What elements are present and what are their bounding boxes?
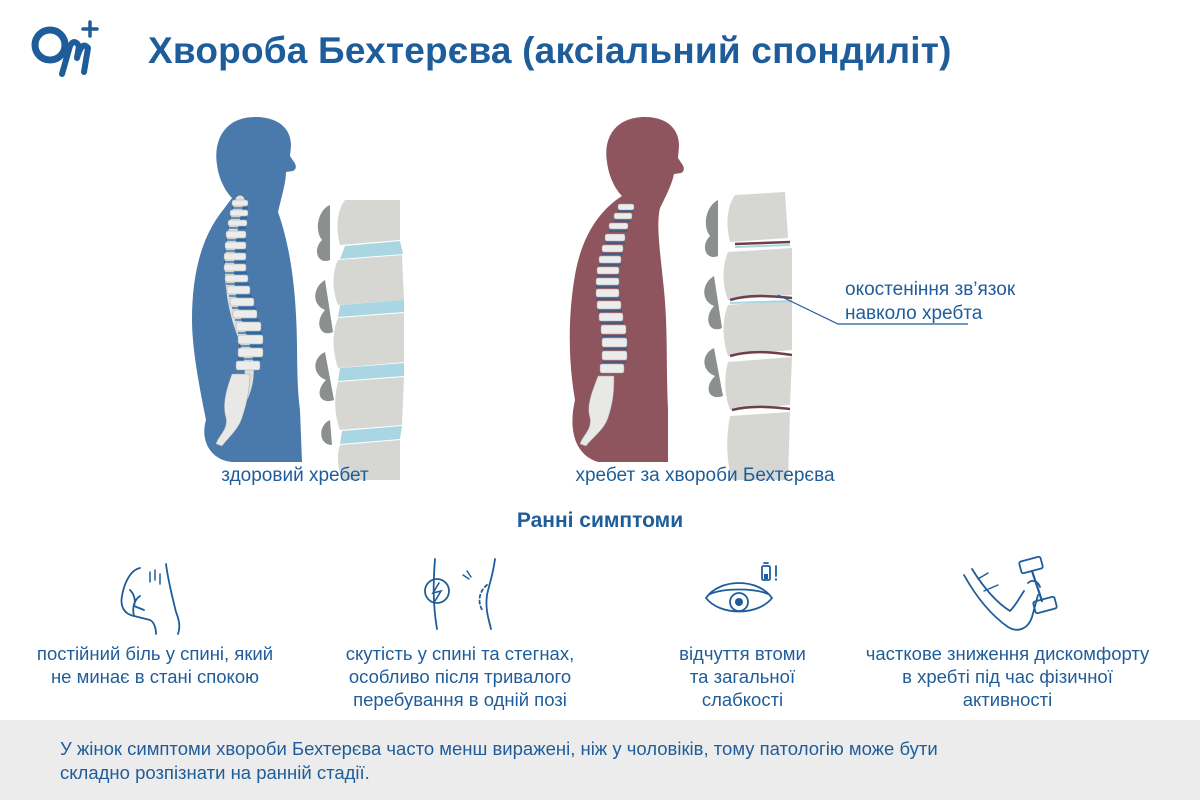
healthy-spine-caption: здоровий хребет: [221, 465, 369, 486]
back-pain-icon: [120, 563, 181, 635]
disease-body-silhouette: [569, 117, 684, 462]
omplus-logo-icon: [31, 20, 99, 77]
disease-spine-caption: хребет за хвороби Бехтерєва: [575, 465, 835, 486]
disease-spine-closeup: [704, 192, 793, 480]
dumbbell-arm-icon: [963, 555, 1058, 631]
healthy-spine-closeup: [315, 200, 404, 480]
hip-stiffness-icon: [424, 558, 496, 630]
ossification-leader-line: [777, 294, 968, 325]
tired-eye-icon: [704, 562, 777, 613]
symptom-3-text: відчуття втоми та загальної слабкості: [679, 643, 806, 710]
ossification-caption-line2: навколо хребта: [845, 303, 983, 324]
symptom-2-text: скутість у спині та стегнах, особливо пі…: [345, 643, 575, 710]
spine-comparison-illustration: [192, 117, 968, 480]
symptom-1-text: постійний біль у спині, який не минає в …: [36, 643, 274, 687]
healthy-body-silhouette: [192, 117, 302, 462]
symptom-4-text: часткове зниження дискомфорту в хребті п…: [865, 643, 1150, 710]
note-text: У жінок симптоми хвороби Бехтерєва часто…: [60, 738, 938, 783]
ossification-caption-line1: окостеніння зв’язок: [845, 279, 1016, 300]
note-panel: У жінок симптоми хвороби Бехтерєва часто…: [0, 720, 1200, 800]
page-title: Хвороба Бехтерєва (аксіальний спондиліт): [148, 30, 952, 71]
early-symptoms-title: Ранні симптоми: [516, 509, 684, 532]
ossification-caption: окостеніння зв’язок навколо хребта: [845, 278, 1015, 326]
